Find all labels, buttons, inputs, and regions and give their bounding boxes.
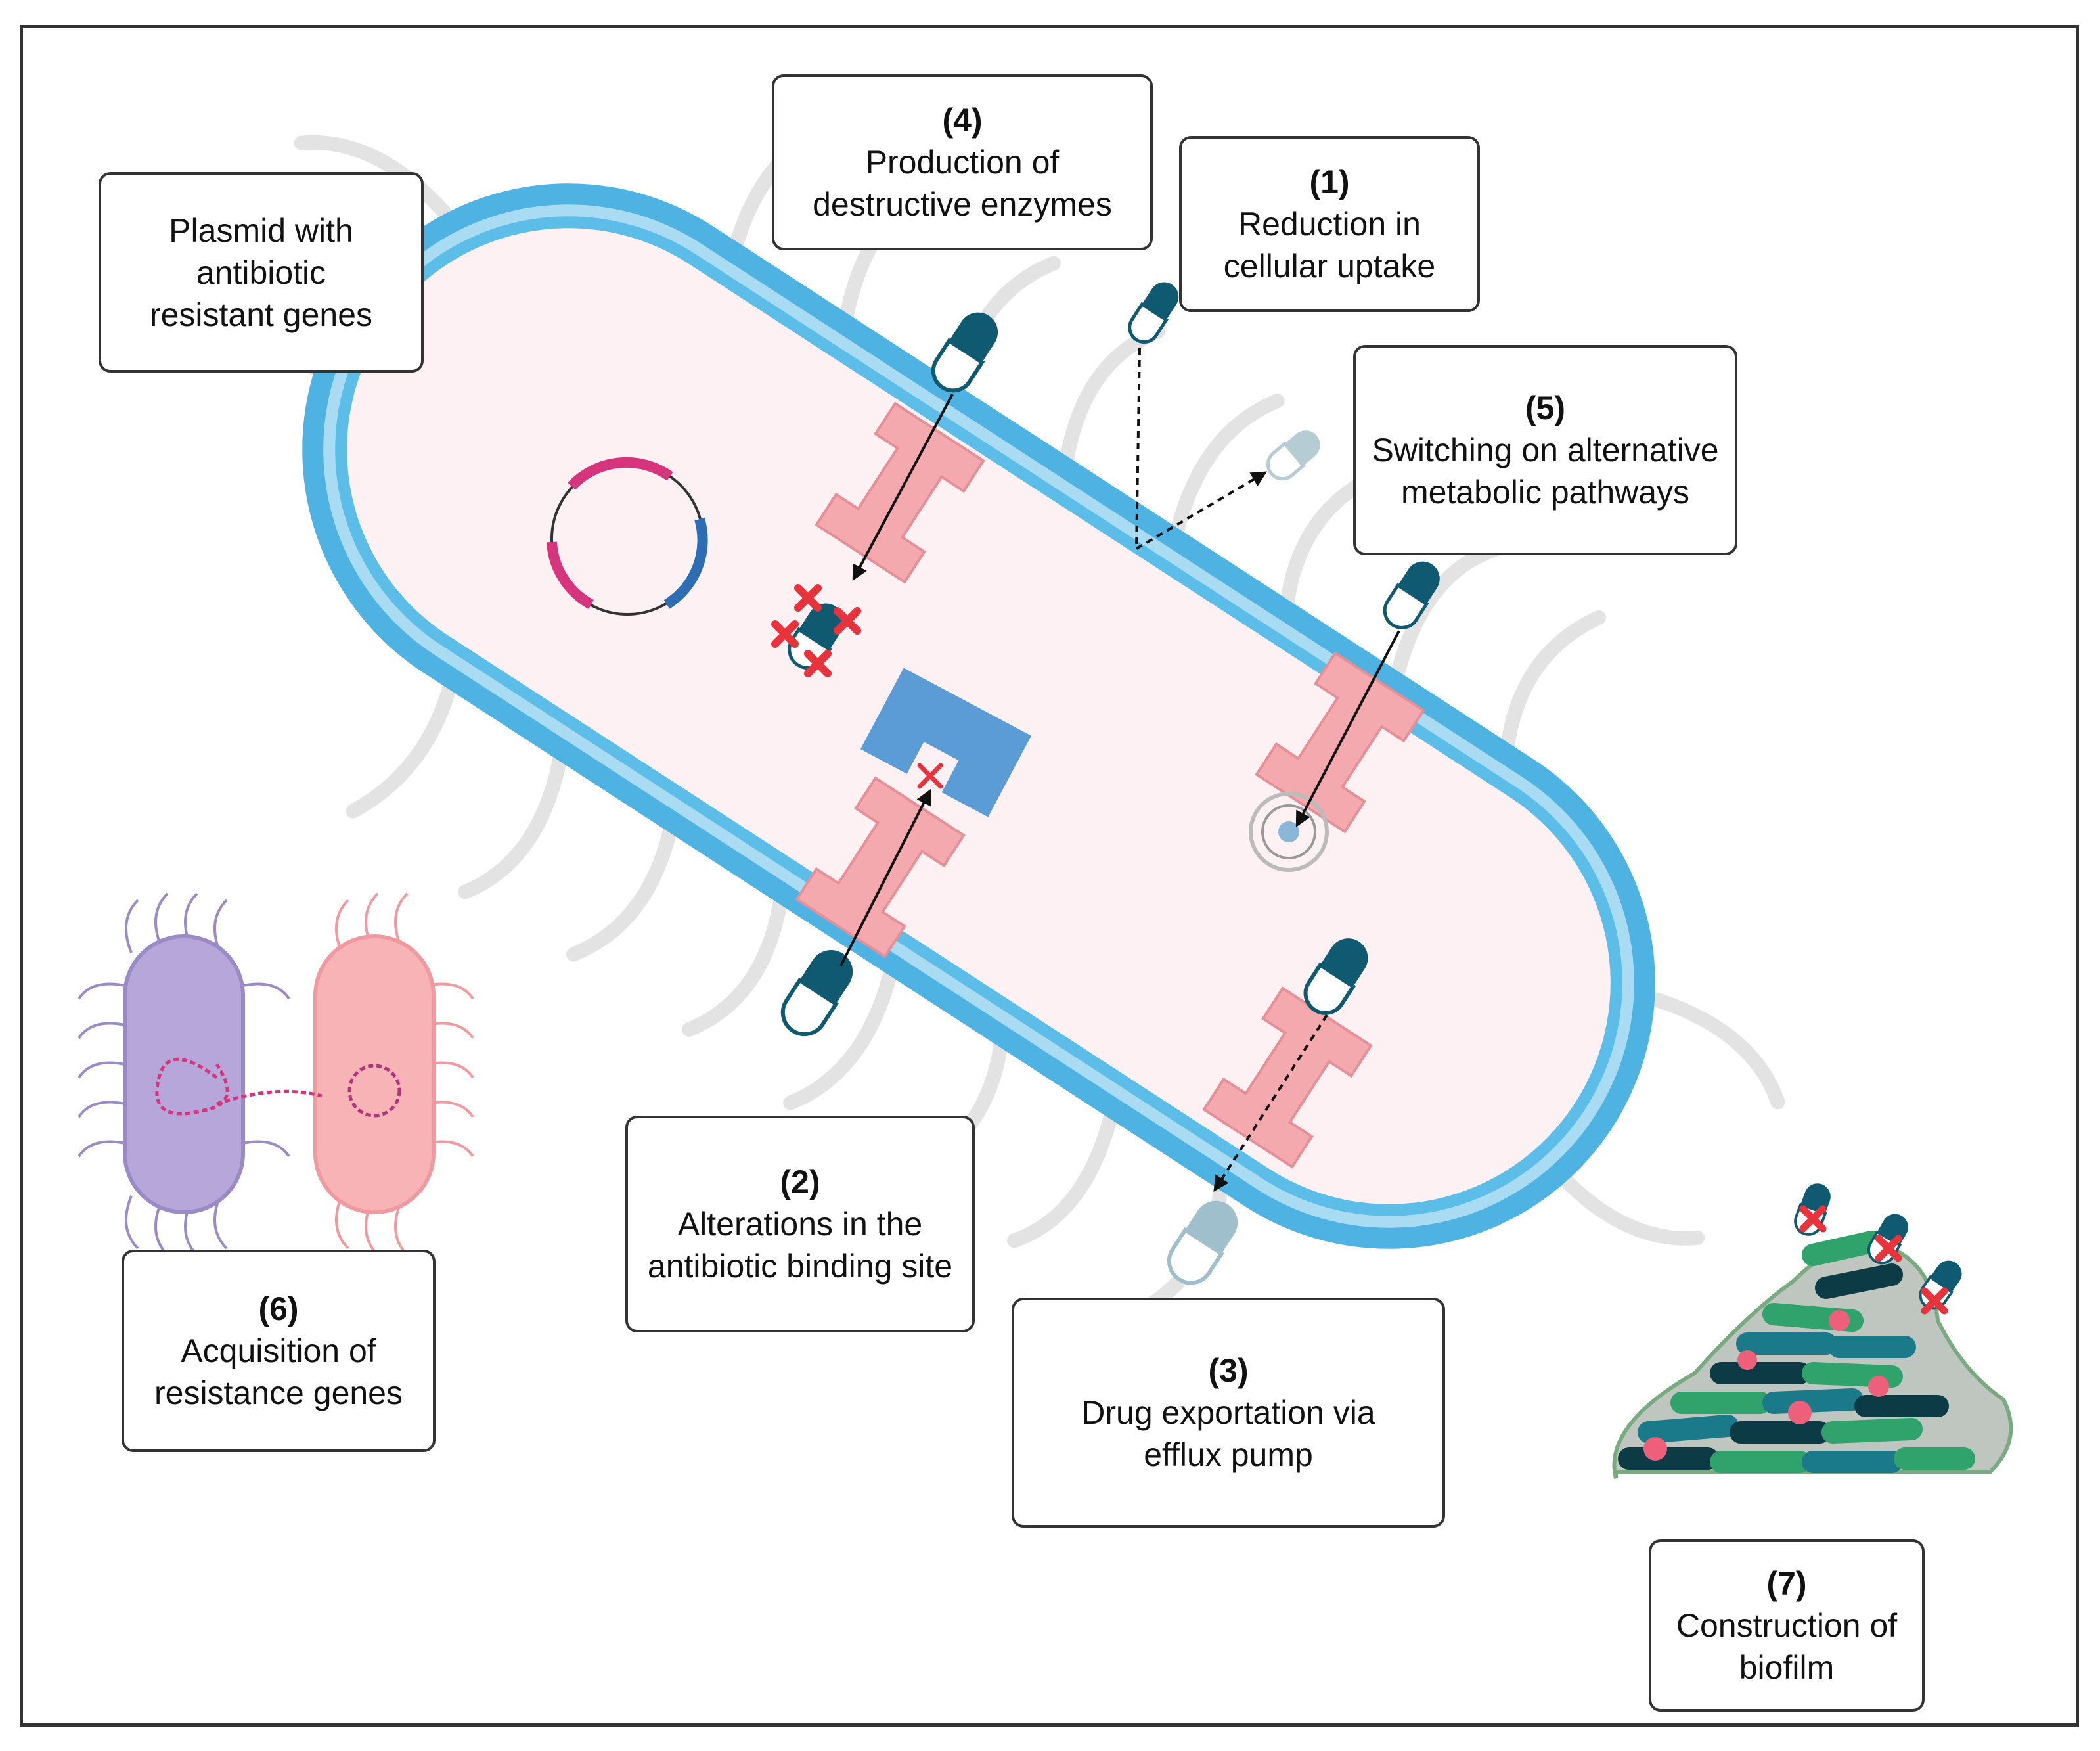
label-4: (4) Production of destructive enzymes	[772, 74, 1153, 250]
binding-block-cross	[917, 763, 943, 789]
arrows	[839, 348, 1400, 1193]
label-4-number: (4)	[942, 102, 983, 139]
antibiotic-capsule	[780, 949, 853, 1037]
label-5: (5) Switching on alternative metabolic p…	[1353, 345, 1737, 555]
label-1-number: (1)	[1309, 164, 1350, 200]
alternative-target	[1249, 792, 1329, 872]
antibiotic-capsule	[1128, 282, 1179, 344]
exported-capsule	[1167, 1200, 1238, 1285]
label-7: (7) Construction of biofilm	[1649, 1539, 1925, 1712]
label-6-text: Acquisition of resistance genes	[154, 1332, 403, 1411]
donor-bacterium	[78, 892, 290, 1256]
recipient-bacterium	[313, 892, 474, 1256]
label-3: (3) Drug exportation via efflux pump	[1012, 1298, 1445, 1528]
target-site	[860, 668, 1031, 817]
label-plasmid-text: Plasmid with antibiotic resistant genes	[149, 212, 373, 333]
conjugation-pilus	[216, 1089, 323, 1106]
antibiotic-capsule	[1383, 561, 1440, 629]
label-2: (2) Alterations in the antibiotic bindin…	[625, 1116, 975, 1332]
label-5-text: Switching on alternative metabolic pathw…	[1372, 432, 1719, 511]
label-1-text: Reduction in cellular uptake	[1223, 206, 1436, 284]
label-2-number: (2)	[780, 1164, 820, 1200]
antibiotic-capsule	[931, 312, 998, 393]
label-6: (6) Acquisition of resistance genes	[122, 1250, 436, 1452]
label-4-text: Production of destructive enzymes	[813, 144, 1112, 223]
label-5-number: (5)	[1525, 390, 1566, 426]
label-2-text: Alterations in the antibiotic binding si…	[647, 1206, 953, 1285]
faded-capsule	[1266, 430, 1320, 481]
inhibition-cross	[771, 584, 861, 677]
label-3-text: Drug exportation via efflux pump	[1081, 1394, 1375, 1473]
label-7-text: Construction of biofilm	[1676, 1607, 1898, 1686]
label-plasmid: Plasmid with antibiotic resistant genes	[99, 172, 424, 373]
label-1: (1) Reduction in cellular uptake	[1179, 136, 1480, 312]
biofilm-blocked-antibiotics	[1794, 1183, 1962, 1315]
label-6-number: (6)	[258, 1290, 299, 1327]
label-7-number: (7)	[1766, 1565, 1807, 1602]
label-3-number: (3)	[1208, 1352, 1249, 1389]
antibiotic-capsule	[1303, 938, 1368, 1015]
porin-channel	[795, 776, 966, 959]
plasmid	[547, 457, 708, 616]
